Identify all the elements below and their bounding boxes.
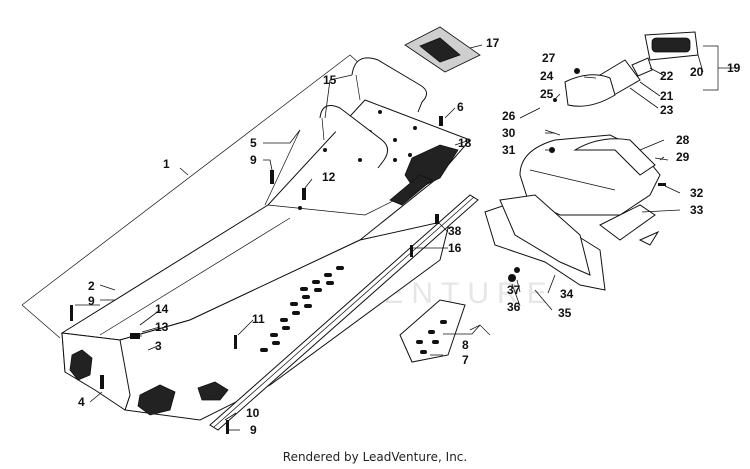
- callout-6: 6: [457, 100, 464, 114]
- callout-24: 24: [540, 69, 554, 83]
- callout-10: 10: [246, 406, 260, 420]
- callout-36: 36: [507, 300, 521, 314]
- callout-7: 7: [462, 353, 469, 367]
- callout-28: 28: [676, 133, 690, 147]
- callout-27: 27: [542, 51, 556, 65]
- callout-9-bottom: 9: [250, 423, 257, 437]
- callout-20: 20: [690, 65, 704, 79]
- decal-17: [404, 26, 481, 73]
- callout-29: 29: [676, 150, 690, 164]
- callout-9-mid: 9: [250, 153, 257, 167]
- callout-16: 16: [448, 241, 462, 255]
- callout-21: 21: [660, 89, 674, 103]
- callout-19: 19: [727, 61, 741, 75]
- callout-5: 5: [250, 136, 257, 150]
- callout-25: 25: [540, 87, 554, 101]
- footer-credit: Rendered by LeadVenture, Inc.: [282, 450, 468, 464]
- callout-35: 35: [558, 306, 572, 320]
- callout-2: 2: [88, 279, 95, 293]
- callout-13: 13: [155, 320, 169, 334]
- rear-cowl: [484, 74, 669, 291]
- tunnel-assembly: [60, 99, 471, 421]
- callout-37: 37: [507, 283, 521, 297]
- callout-14: 14: [155, 302, 169, 316]
- callout-11: 11: [252, 312, 265, 326]
- callout-17: 17: [486, 36, 500, 50]
- callout-33: 33: [690, 203, 704, 217]
- callout-34: 34: [560, 287, 574, 301]
- callout-4: 4: [78, 395, 85, 409]
- callout-labels: 1 2 9 3 13 14 4 5 9 6 7 8 9 10 11 12 15 …: [78, 36, 741, 437]
- callout-38: 38: [448, 224, 462, 238]
- callout-18: 18: [458, 136, 472, 150]
- callout-32: 32: [690, 186, 704, 200]
- grab-handle-15: [319, 57, 427, 169]
- leader-lines: [75, 44, 738, 431]
- callout-23: 23: [660, 103, 674, 117]
- callout-30: 30: [502, 126, 516, 140]
- callout-22: 22: [660, 69, 674, 83]
- callout-9-left: 9: [88, 294, 95, 308]
- callout-1: 1: [163, 157, 170, 171]
- callout-3: 3: [155, 339, 162, 353]
- callout-15: 15: [323, 73, 337, 87]
- callout-12: 12: [322, 170, 336, 184]
- callout-26: 26: [502, 109, 516, 123]
- callout-8: 8: [462, 338, 469, 352]
- callout-31: 31: [502, 143, 516, 157]
